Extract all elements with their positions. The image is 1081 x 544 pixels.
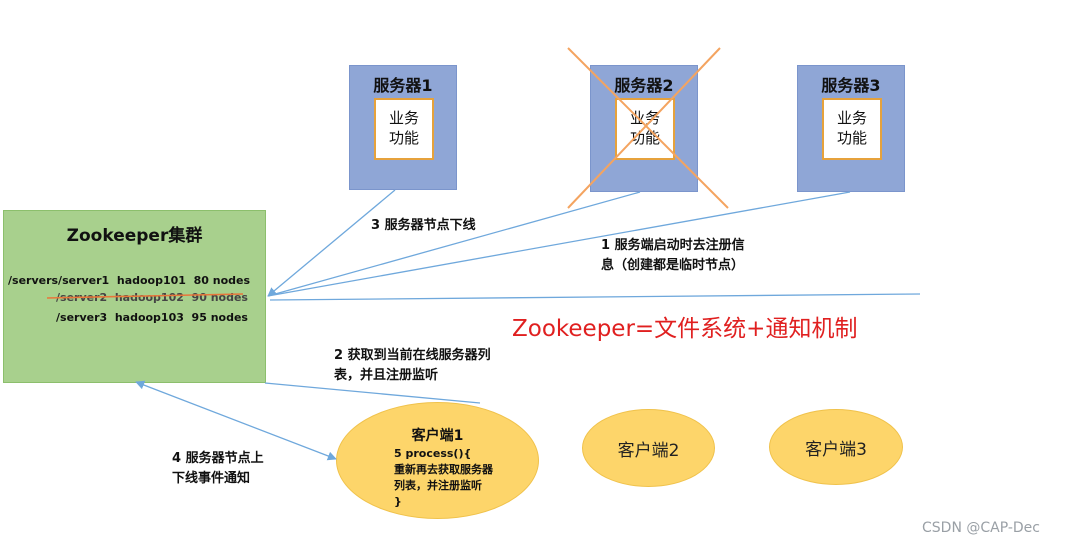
zookeeper-row-server3: /server3 hadoop103 95 nodes xyxy=(56,311,248,324)
server-3-business-box: 业务 功能 xyxy=(822,98,882,160)
client-1-line4: } xyxy=(394,495,402,508)
client-2-label: 客户端2 xyxy=(617,440,680,461)
server-3-box: 服务器3 业务 功能 xyxy=(797,65,905,192)
server-2-business-line2: 功能 xyxy=(629,129,660,147)
server-2-connector xyxy=(267,191,641,297)
step-4-label-line2: 下线事件通知 xyxy=(172,471,251,486)
server-3-business-line1: 业务 xyxy=(836,109,867,127)
server-1-business-line2: 功能 xyxy=(388,129,419,147)
zookeeper-row-server2: /server2 hadoop102 90 nodes xyxy=(56,291,248,304)
step-2-label-line1: 2 获取到当前在线服务器列 xyxy=(334,348,491,363)
client-3-ellipse: 客户端3 xyxy=(769,409,903,485)
server-1-business-line1: 业务 xyxy=(388,109,419,127)
step-1-label-line1: 1 服务端启动时去注册信 xyxy=(601,238,745,253)
server-1-title: 服务器1 xyxy=(373,76,433,95)
server-1-box: 服务器1 业务 功能 xyxy=(349,65,457,190)
client-1-line2: 重新再去获取服务器 xyxy=(394,463,493,476)
step-3-label: 3 服务器节点下线 xyxy=(371,218,476,233)
server-3-connector xyxy=(267,191,851,297)
event-notify-arrow xyxy=(135,380,337,461)
step-2-label-line2: 表，并且注册监听 xyxy=(334,368,439,383)
client-3-label: 客户端3 xyxy=(805,439,867,460)
client-2-ellipse: 客户端2 xyxy=(582,409,715,487)
step-2-label: 2 获取到当前在线服务器列 表，并且注册监听 xyxy=(334,346,491,386)
step-4-label: 4 服务器节点上 下线事件通知 xyxy=(172,449,264,489)
client-1-body: 5 process(){ 重新再去获取服务器 列表，并注册监听 } xyxy=(394,446,493,510)
zookeeper-cluster-box: Zookeeper集群 /servers/server1 hadoop101 8… xyxy=(3,210,266,383)
zookeeper-cluster-title: Zookeeper集群 xyxy=(66,226,203,246)
notification-line xyxy=(269,293,921,301)
headline-text: Zookeeper=文件系统+通知机制 xyxy=(512,316,858,342)
step-1-label-line2: 息（创建都是临时节点） xyxy=(601,258,745,273)
server-3-title: 服务器3 xyxy=(821,76,881,95)
step-1-label: 1 服务端启动时去注册信 息（创建都是临时节点） xyxy=(601,236,745,276)
client-1-connector xyxy=(264,382,481,404)
server-2-title: 服务器2 xyxy=(614,76,674,95)
client-1-line3: 列表，并注册监听 xyxy=(394,479,482,492)
step-4-label-line1: 4 服务器节点上 xyxy=(172,451,264,466)
server-3-business-line2: 功能 xyxy=(836,129,867,147)
client-1-title: 客户端1 xyxy=(411,428,464,444)
client-1-line1: 5 process(){ xyxy=(394,447,472,460)
zookeeper-row-server1: /servers/server1 hadoop101 80 nodes xyxy=(8,274,251,287)
server-2-business-line1: 业务 xyxy=(629,109,660,127)
client-1-ellipse: 客户端1 5 process(){ 重新再去获取服务器 列表，并注册监听 } xyxy=(336,402,539,519)
server-2-box: 服务器2 业务 功能 xyxy=(590,65,698,192)
server-2-business-box: 业务 功能 xyxy=(615,98,675,160)
watermark: CSDN @CAP-Dec xyxy=(922,520,1040,536)
server-1-business-box: 业务 功能 xyxy=(374,98,434,160)
server-1-connector xyxy=(267,189,396,297)
